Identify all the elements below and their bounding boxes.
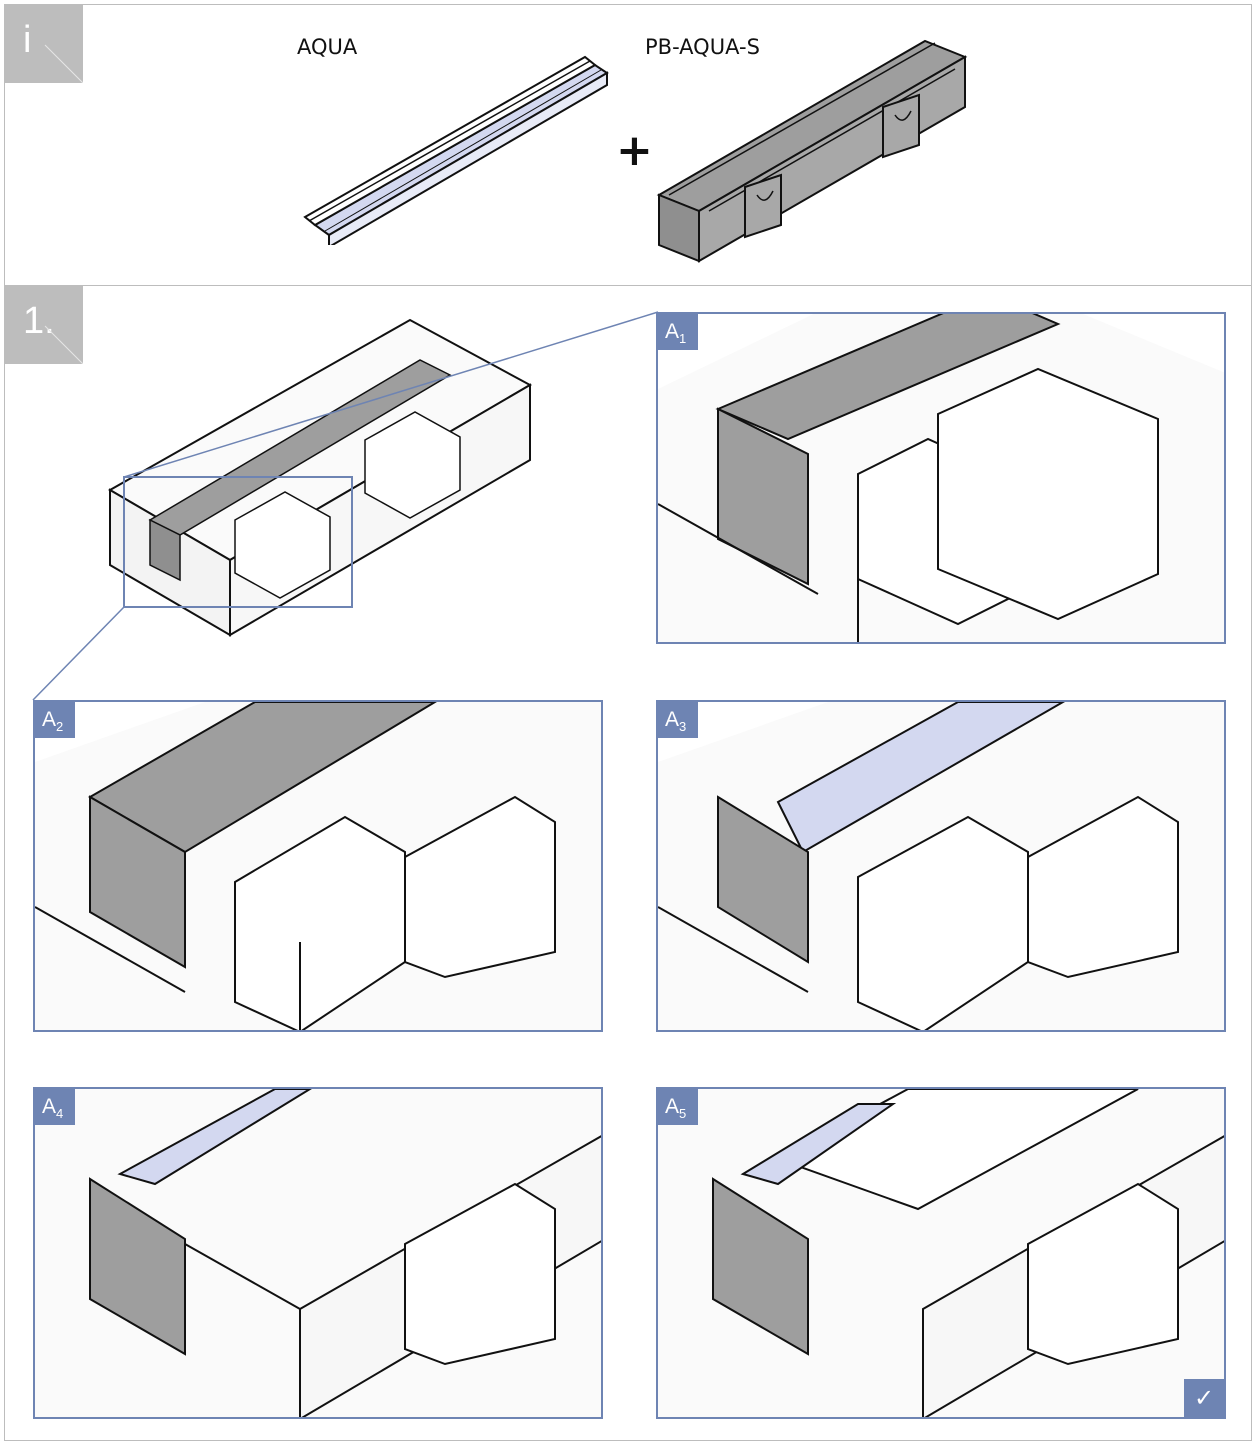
detail-a2-drawing	[35, 702, 601, 1030]
detail-a2: A2	[33, 700, 603, 1032]
step-section: 1.	[4, 285, 1252, 1441]
checkmark-icon: ✓	[1184, 1379, 1224, 1417]
detail-a4-drawing	[35, 1089, 601, 1417]
badge-diagonal-icon	[44, 44, 83, 83]
detail-a4-label: A4	[35, 1089, 75, 1125]
product-label-pb-aqua-s: PB-AQUA-S	[645, 35, 760, 59]
step-badge-text: 1.	[23, 300, 55, 342]
detail-a1-label: A1	[658, 314, 698, 350]
info-badge-text: i	[23, 19, 32, 61]
detail-a2-label: A2	[35, 702, 75, 738]
pb-aqua-s-illustration	[656, 39, 968, 263]
detail-a4: A4	[33, 1087, 603, 1419]
plus-sign: +	[616, 125, 653, 176]
step-badge: 1.	[5, 286, 83, 364]
aqua-profile-illustration	[303, 55, 609, 245]
detail-a3: A3	[656, 700, 1226, 1032]
info-badge: i	[5, 5, 83, 83]
detail-a5-label: A5	[658, 1089, 698, 1125]
detail-a1: A1	[656, 312, 1226, 644]
product-label-aqua: AQUA	[297, 35, 358, 59]
badge-diagonal-icon	[44, 325, 83, 364]
detail-a3-label: A3	[658, 702, 698, 738]
detail-a1-drawing	[658, 314, 1224, 642]
info-section: i AQUA PB-AQUA-S +	[4, 4, 1252, 286]
detail-a3-drawing	[658, 702, 1224, 1030]
detail-a5: A5 ✓	[656, 1087, 1226, 1419]
detail-a5-drawing	[658, 1089, 1224, 1417]
